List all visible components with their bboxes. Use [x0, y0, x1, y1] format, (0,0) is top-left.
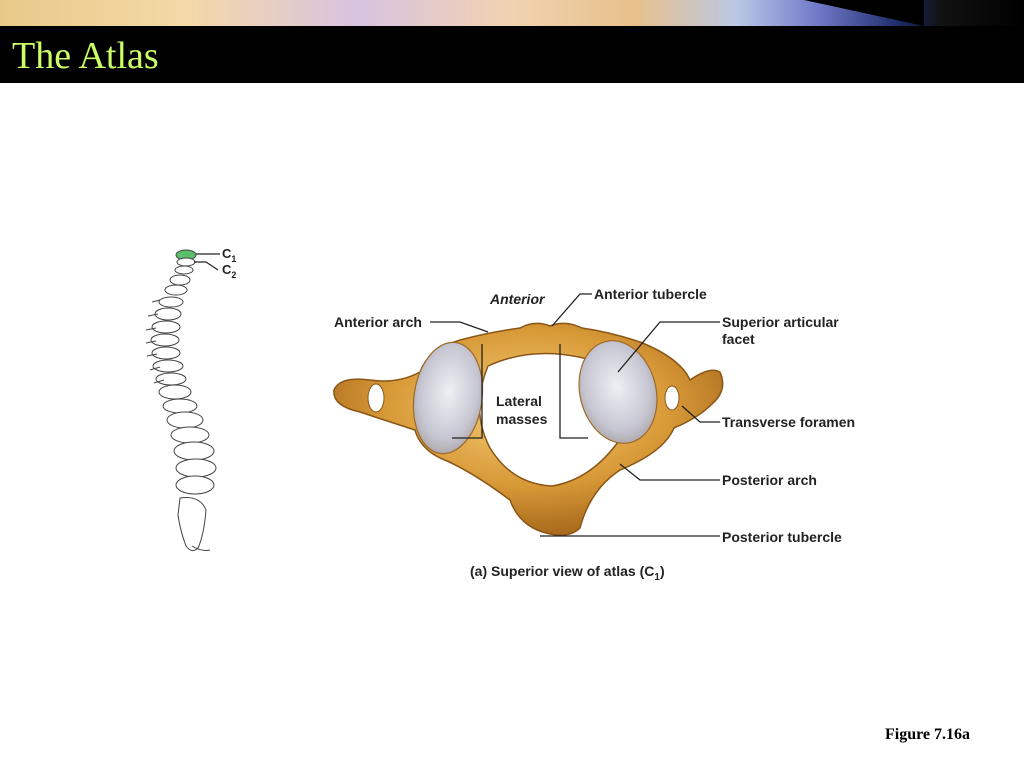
- c-label-lines: [194, 253, 220, 271]
- decorative-header-strip: [0, 0, 1024, 26]
- anterior-arch-label: Anterior arch: [334, 314, 422, 330]
- superior-articular-facet-label: Superior articular: [722, 314, 839, 330]
- vertebral-column: [150, 249, 217, 552]
- left-transverse-foramen: [367, 383, 385, 413]
- posterior-tubercle-label: Posterior tubercle: [722, 529, 842, 545]
- lateral-masses-label-line2: masses: [496, 411, 548, 427]
- figure-caption: Figure 7.16a: [884, 726, 970, 743]
- superior-articular-facet-label-line2: facet: [722, 331, 755, 347]
- slide-title: The Atlas: [12, 35, 159, 77]
- title-bar: [0, 26, 1024, 83]
- c1-label: C1: [222, 246, 236, 264]
- right-superior-facet: [578, 340, 658, 444]
- right-transverse-foramen: [664, 385, 680, 411]
- spine-processes: [145, 299, 165, 384]
- leader-lines: [430, 293, 720, 537]
- posterior-arch-label: Posterior arch: [722, 472, 817, 488]
- anterior-tubercle-label: Anterior tubercle: [594, 286, 707, 302]
- c2-label: C2: [222, 262, 236, 280]
- atlas-view-caption: (a) Superior view of atlas (C1): [470, 563, 665, 583]
- lateral-masses-label: Lateral: [496, 393, 542, 409]
- atlas-diagram: Anterior Anterior tubercle Anterior arch…: [333, 286, 855, 583]
- spine-diagram: C1 C2: [145, 246, 236, 552]
- transverse-foramen-label: Transverse foramen: [722, 414, 855, 430]
- anterior-orientation-label: Anterior: [489, 291, 546, 307]
